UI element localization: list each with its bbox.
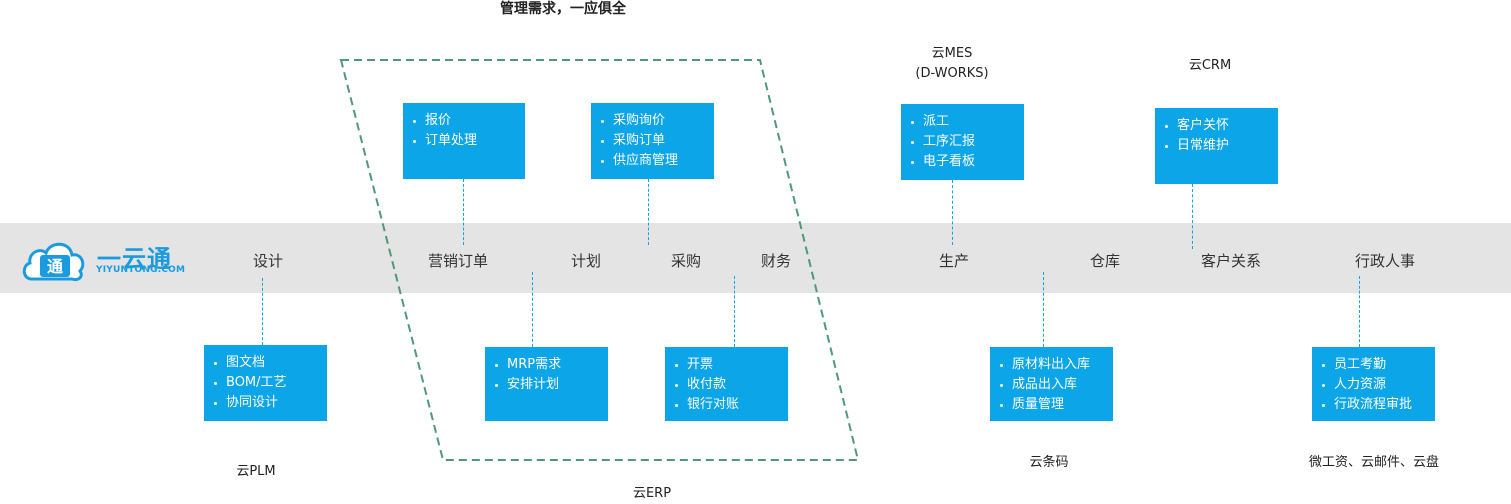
list-item: 工序汇报 (911, 132, 1024, 152)
caption-mes-line2: (D-WORKS) (915, 66, 989, 81)
list-item: 行政流程审批 (1322, 395, 1435, 415)
list-item: 报价 (413, 111, 525, 131)
list-item: 收付款 (675, 375, 788, 395)
list-item: 开票 (675, 355, 788, 375)
logo-subtitle: YIYUNTONG.COM (96, 265, 186, 275)
stage-admin: 行政人事 (1354, 252, 1416, 270)
caption-mes-line1: 云MES (931, 46, 973, 61)
box-customer: 客户关怀 日常维护 (1155, 108, 1278, 184)
caption-office: 微工资、云邮件、云盘 (1308, 455, 1440, 470)
stage-sales: 营销订单 (427, 252, 489, 270)
connector-plan (532, 272, 533, 347)
list-item: 成品出入库 (1000, 375, 1113, 395)
list-item: 派工 (911, 112, 1024, 132)
stage-plan: 计划 (570, 252, 602, 270)
list-item: 采购询价 (601, 111, 714, 131)
stage-customer: 客户关系 (1200, 252, 1262, 270)
connector-sales (463, 179, 464, 245)
list-item: 银行对账 (675, 395, 788, 415)
connector-warehouse (1043, 272, 1044, 347)
caption-plm: 云PLM (236, 464, 276, 479)
list-item: 供应商管理 (601, 151, 714, 171)
list-item: 采购订单 (601, 131, 714, 151)
box-warehouse: 原材料出入库 成品出入库 质量管理 (990, 347, 1113, 421)
box-finance: 开票 收付款 银行对账 (665, 347, 788, 421)
caption-barcode: 云条码 (1029, 455, 1069, 470)
connector-admin (1359, 276, 1360, 347)
logo-name: 一云通 (97, 245, 172, 273)
process-band (0, 223, 1511, 293)
svg-text:通: 通 (47, 257, 63, 276)
list-item: 日常维护 (1165, 136, 1278, 156)
box-purchase: 采购询价 采购订单 供应商管理 (591, 103, 714, 179)
stage-finance: 财务 (760, 252, 792, 270)
box-admin: 员工考勤 人力资源 行政流程审批 (1312, 347, 1435, 421)
list-item: 员工考勤 (1322, 355, 1435, 375)
list-item: 安排计划 (495, 375, 608, 395)
caption-mes: 云MES (D-WORKS) (915, 44, 988, 84)
page-title: 管理需求，一应俱全 (500, 1, 626, 17)
stage-design: 设计 (252, 252, 284, 270)
connector-customer (1192, 184, 1193, 249)
list-item: 电子看板 (911, 152, 1024, 172)
list-item: BOM/工艺 (214, 373, 327, 393)
cloud-logo-icon: 通 (22, 242, 85, 281)
stage-warehouse: 仓库 (1089, 252, 1121, 270)
caption-crm: 云CRM (1188, 58, 1232, 73)
list-item: 质量管理 (1000, 395, 1113, 415)
list-item: 图文档 (214, 353, 327, 373)
connector-production (952, 180, 953, 245)
connector-finance (734, 276, 735, 347)
list-item: MRP需求 (495, 355, 608, 375)
box-sales: 报价 订单处理 (403, 103, 525, 179)
list-item: 人力资源 (1322, 375, 1435, 395)
connector-purchase (648, 179, 649, 245)
connector-design (262, 278, 263, 345)
list-item: 订单处理 (413, 131, 525, 151)
list-item: 协同设计 (214, 393, 327, 413)
box-design: 图文档 BOM/工艺 协同设计 (204, 345, 327, 421)
stage-production: 生产 (938, 252, 970, 270)
list-item: 客户关怀 (1165, 116, 1278, 136)
list-item: 原材料出入库 (1000, 355, 1113, 375)
caption-erp: 云ERP (632, 486, 672, 501)
box-production: 派工 工序汇报 电子看板 (901, 104, 1024, 180)
box-plan: MRP需求 安排计划 (485, 347, 608, 421)
stage-purchase: 采购 (670, 252, 702, 270)
